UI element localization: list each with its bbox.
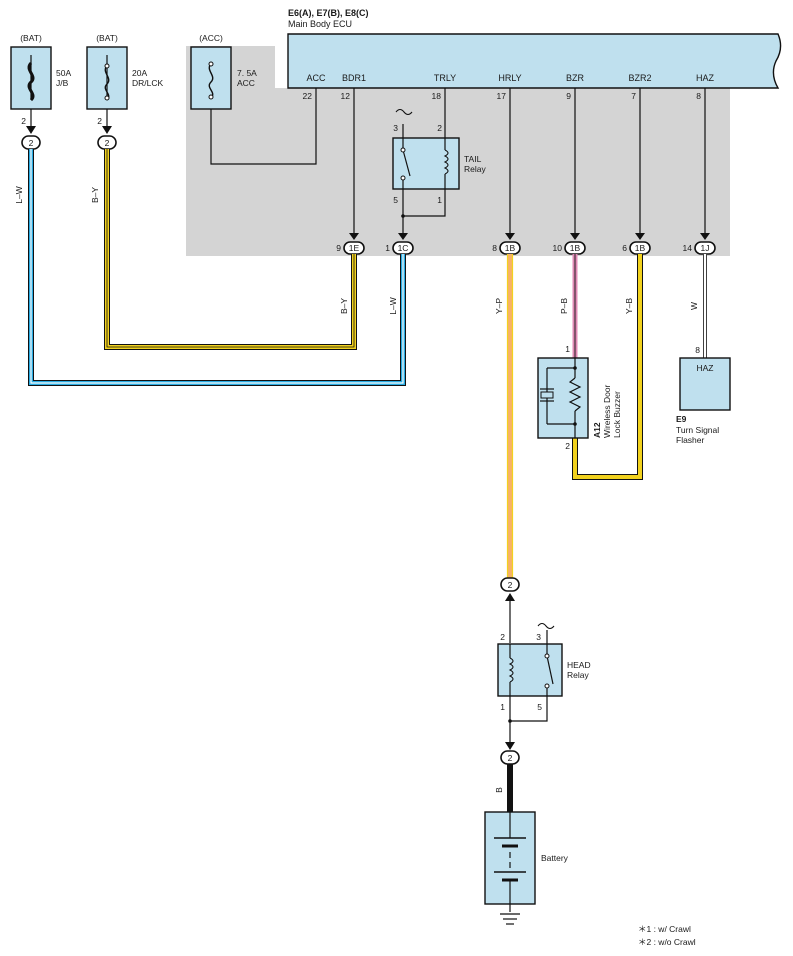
fuse2-source: (BAT) — [96, 33, 118, 43]
fuse2-symbol — [104, 65, 110, 101]
svg-text:8: 8 — [695, 345, 700, 355]
terminal-bzr2-label: BZR2 — [628, 73, 651, 83]
head-relay-tilde — [537, 622, 555, 630]
svg-text:2: 2 — [500, 632, 505, 642]
svg-text:3: 3 — [393, 123, 398, 133]
fuse2-rating: 20A — [132, 68, 147, 78]
wire-l-w-label-2: L–W — [388, 297, 398, 314]
fuse2-wire-label: B–Y — [90, 187, 100, 203]
svg-text:3: 3 — [536, 632, 541, 642]
fuse1-wire-label: L–W — [14, 186, 24, 203]
pin-acc: 22 — [303, 91, 313, 101]
battery-label: Battery — [541, 853, 569, 863]
wire-b-label: B — [494, 787, 504, 793]
svg-text:2: 2 — [29, 138, 34, 148]
flasher-line2: Flasher — [676, 435, 705, 445]
wire-p-b-label: P–B — [559, 298, 569, 314]
terminal-trly-label: TRLY — [434, 73, 456, 83]
flasher-box — [679, 357, 731, 411]
head-relay-switch — [546, 655, 554, 685]
flasher-code: E9 — [676, 414, 687, 424]
fuse2-pin: 2 — [97, 116, 102, 126]
fuse3-rating: 7. 5A — [237, 68, 257, 78]
svg-text:2: 2 — [508, 580, 513, 590]
head-relay-name: HEAD — [567, 660, 591, 670]
svg-text:8: 8 — [492, 243, 497, 253]
tail-relay-tilde — [395, 108, 413, 116]
svg-text:5: 5 — [393, 195, 398, 205]
svg-text:1C: 1C — [398, 243, 409, 253]
svg-text:1B: 1B — [570, 243, 581, 253]
flasher-line1: Turn Signal — [676, 425, 719, 435]
terminal-bdr1-label: BDR1 — [342, 73, 366, 83]
svg-text:2: 2 — [565, 441, 570, 451]
fuse2-name: DR/LCK — [132, 78, 164, 88]
ground-icon — [500, 913, 520, 925]
tail-relay-coil — [443, 149, 449, 175]
svg-text:5: 5 — [537, 702, 542, 712]
svg-text:6: 6 — [622, 243, 627, 253]
svg-text:1: 1 — [385, 243, 390, 253]
svg-text:1: 1 — [565, 344, 570, 354]
ecu-name: Main Body ECU — [288, 19, 352, 29]
tail-relay-box — [392, 137, 460, 190]
svg-text:1: 1 — [437, 195, 442, 205]
fuse3-box — [190, 46, 232, 110]
tail-relay-name: TAIL — [464, 154, 482, 164]
svg-text:1B: 1B — [505, 243, 516, 253]
tail-relay-sub: Relay — [464, 164, 486, 174]
fuse1-symbol — [27, 61, 35, 102]
svg-text:2: 2 — [105, 138, 110, 148]
tail-relay-switch — [402, 149, 411, 177]
pin-haz: 8 — [696, 91, 701, 101]
pin-bzr: 9 — [566, 91, 571, 101]
buzzer-line2: Lock Buzzer — [612, 391, 622, 438]
wire-y-p-label: Y–P — [494, 298, 504, 314]
svg-text:14: 14 — [683, 243, 693, 253]
wire-y-b-label: Y–B — [624, 298, 634, 314]
fuse1-name: J/B — [56, 78, 69, 88]
head-relay-coil — [508, 657, 514, 683]
svg-text:1J: 1J — [701, 243, 710, 253]
ecu-code: E6(A), E7(B), E8(C) — [288, 8, 369, 18]
buzzer-line1: Wireless Door — [602, 384, 612, 438]
pin-hrly: 17 — [497, 91, 507, 101]
terminal-acc-label: ACC — [306, 73, 326, 83]
pin-trly: 18 — [432, 91, 442, 101]
svg-text:2: 2 — [508, 753, 513, 763]
pin-bzr2: 7 — [631, 91, 636, 101]
wire-w-label: W — [689, 302, 699, 310]
buzzer-code: A12 — [592, 422, 602, 438]
svg-text:2: 2 — [437, 123, 442, 133]
fuse1-rating: 50A — [56, 68, 71, 78]
flasher-terminal: HAZ — [697, 363, 714, 373]
head-relay-connector — [500, 577, 520, 592]
svg-text:10: 10 — [553, 243, 563, 253]
buzzer-crystal-icon — [540, 391, 554, 399]
head-relay-sub: Relay — [567, 670, 589, 680]
note-2: ＊2 : w/o Crawl — [638, 937, 696, 947]
head-relay-box — [497, 643, 563, 697]
fuse3-name: ACC — [237, 78, 255, 88]
fuse3-source: (ACC) — [199, 33, 223, 43]
terminal-bzr-label: BZR — [566, 73, 585, 83]
wire-b-y-label-2: B–Y — [339, 298, 349, 314]
terminal-haz-label: HAZ — [696, 73, 715, 83]
fuse1-source: (BAT) — [20, 33, 42, 43]
svg-text:9: 9 — [336, 243, 341, 253]
svg-text:1E: 1E — [349, 243, 360, 253]
fuse3-symbol — [208, 63, 214, 99]
pin-bdr1: 12 — [341, 91, 351, 101]
terminal-hrly-label: HRLY — [498, 73, 521, 83]
fuse1-pin: 2 — [21, 116, 26, 126]
svg-text:1B: 1B — [635, 243, 646, 253]
note-1: ＊1 : w/ Crawl — [638, 924, 691, 934]
svg-text:1: 1 — [500, 702, 505, 712]
ecu-box — [287, 33, 782, 89]
